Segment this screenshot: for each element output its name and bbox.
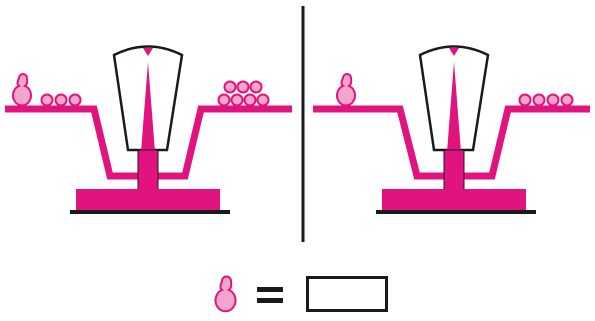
round-weight-icon xyxy=(560,93,574,107)
round-weight-icon xyxy=(236,80,250,94)
scale-needle xyxy=(447,62,461,152)
equals-sign-icon xyxy=(257,287,283,303)
round-weight-icon xyxy=(518,93,532,107)
balance-scale-left xyxy=(5,45,292,214)
scale-base xyxy=(382,189,526,211)
right-pan-weights xyxy=(518,93,574,107)
round-weight-icon xyxy=(54,93,68,107)
pear-shaped-weight-icon xyxy=(12,73,32,107)
dial-marker xyxy=(449,48,459,56)
round-weight-icon xyxy=(532,93,546,107)
scale-column xyxy=(137,149,159,193)
round-weight-icon xyxy=(68,93,82,107)
round-weight-icon xyxy=(256,93,270,107)
left-pan-weights xyxy=(336,73,356,107)
question-row: = xyxy=(214,275,283,313)
pear-shaped-weight-icon xyxy=(336,73,356,107)
round-weight-icon xyxy=(546,93,560,107)
scale-column xyxy=(443,149,465,193)
scale-base xyxy=(76,189,220,211)
dial-marker xyxy=(143,48,153,56)
balance-scale-right xyxy=(313,45,590,214)
scale-needle xyxy=(141,62,155,152)
left-pan-weights xyxy=(12,73,82,107)
right-pan-weights xyxy=(217,80,270,107)
answer-input[interactable] xyxy=(306,276,388,312)
round-weight-icon xyxy=(217,93,231,107)
round-weight-icon xyxy=(243,93,257,107)
round-weight-icon xyxy=(223,80,237,94)
round-weight-icon xyxy=(230,93,244,107)
round-weight-icon xyxy=(249,80,263,94)
pear-shaped-weight-icon xyxy=(214,275,237,313)
round-weight-icon xyxy=(40,93,54,107)
